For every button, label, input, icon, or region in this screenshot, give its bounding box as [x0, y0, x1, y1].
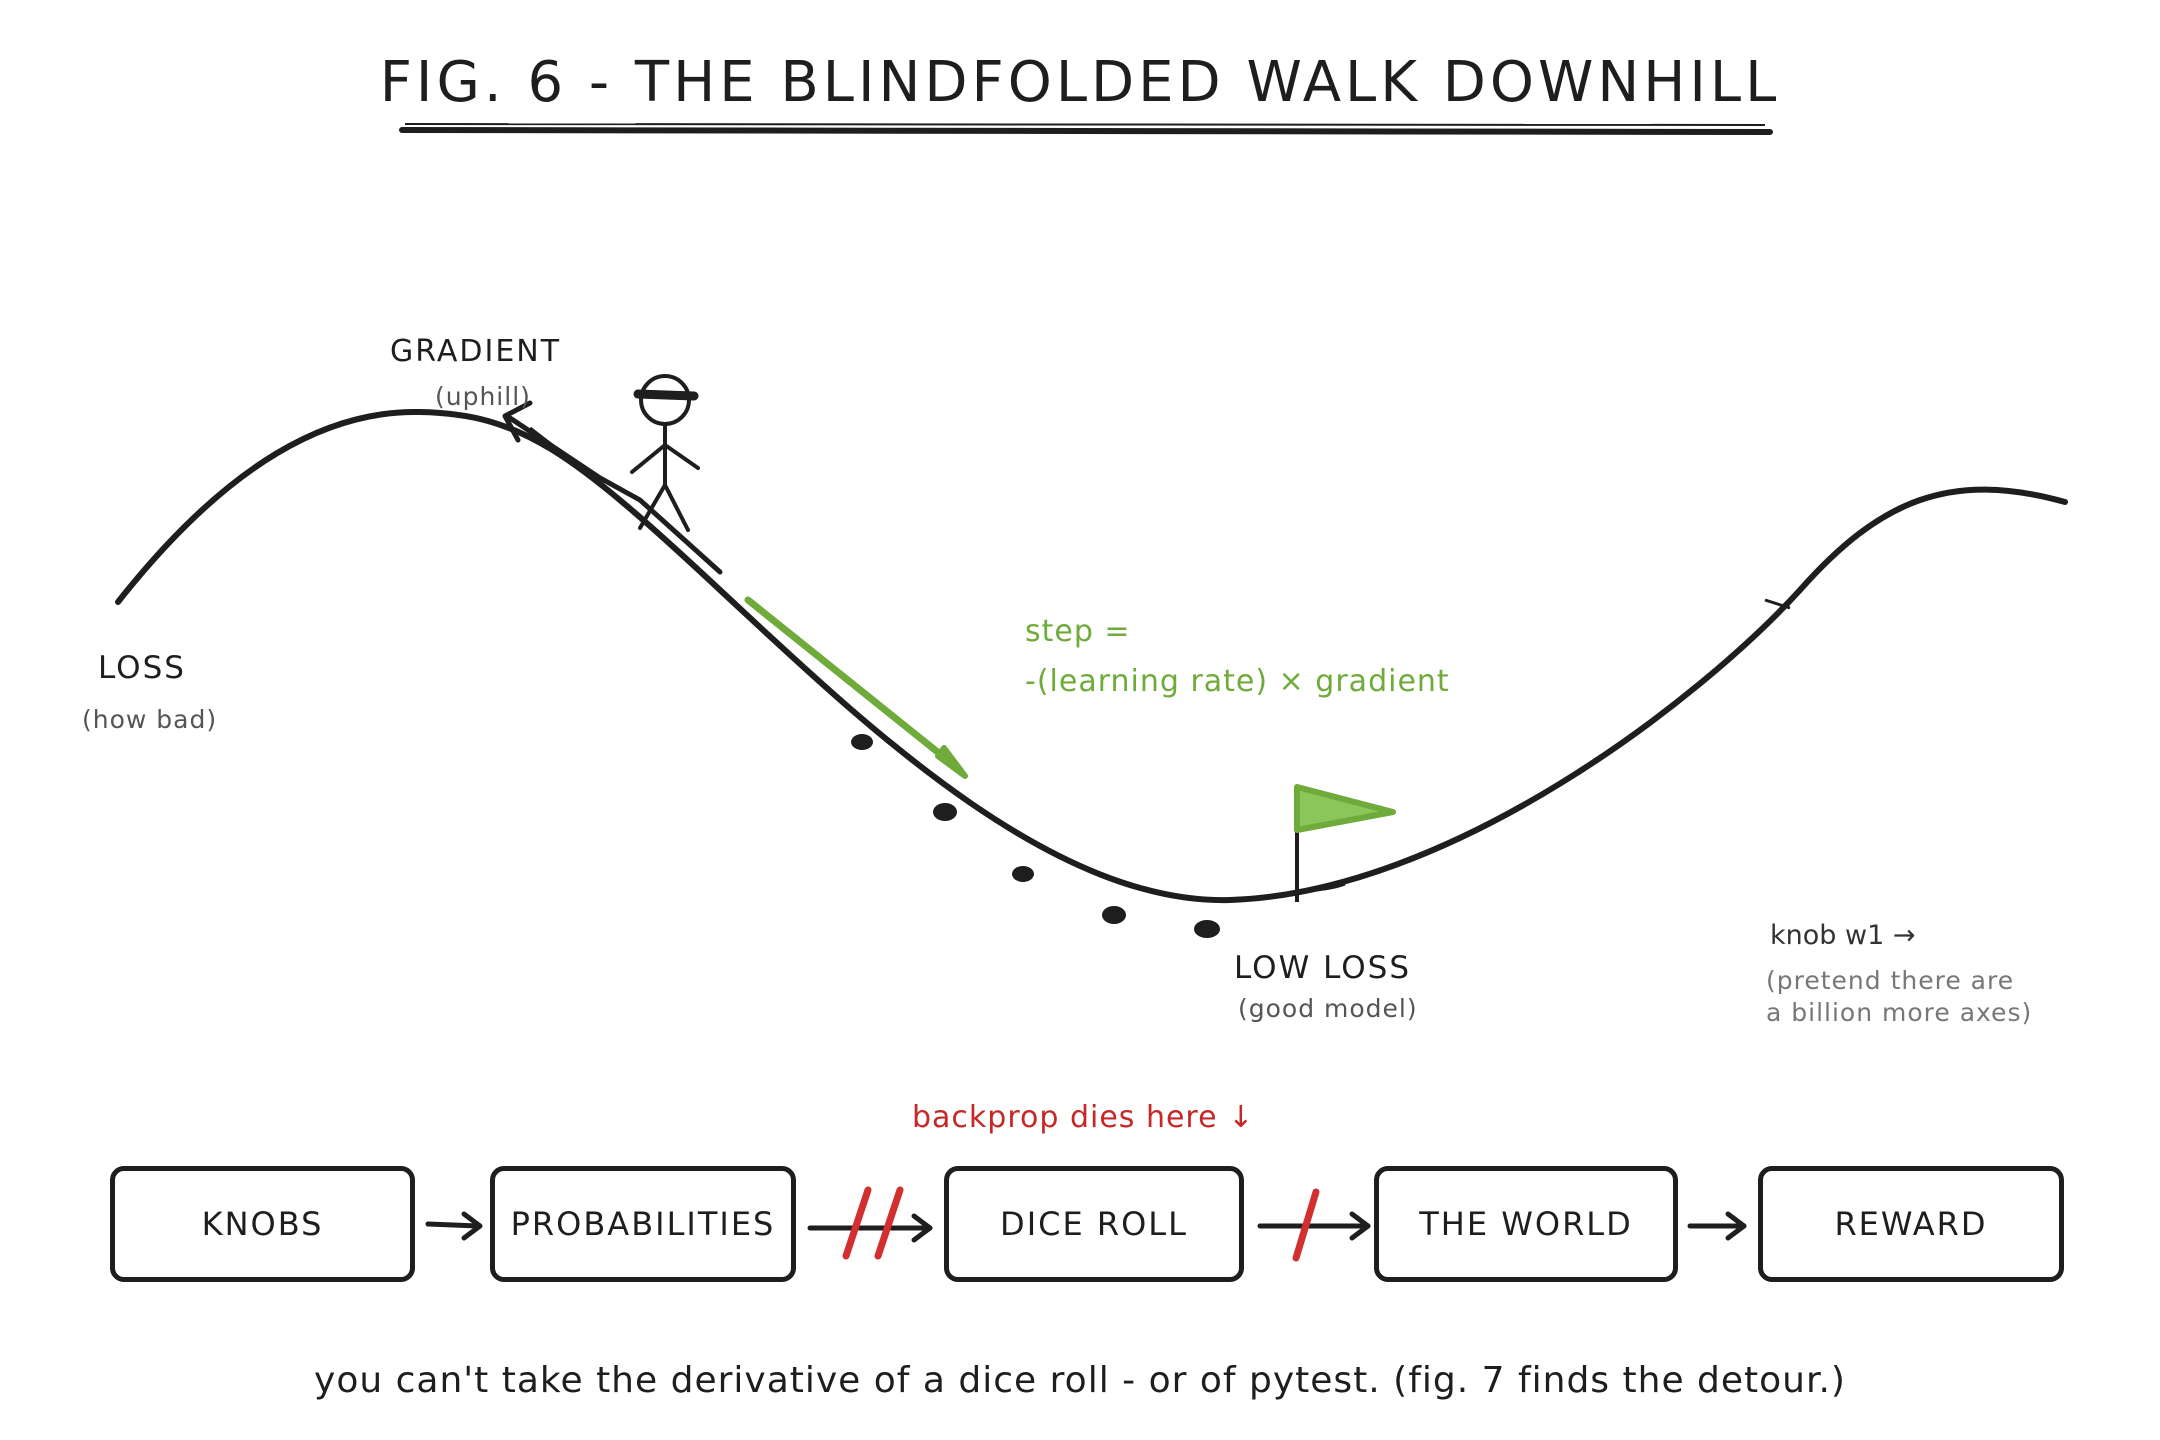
gradient-sub: (uphill)	[435, 382, 531, 411]
pipeline-box-probabilities: PROBABILITIES	[490, 1166, 796, 1282]
arrow-icon	[425, 1221, 481, 1229]
flag-icon	[1294, 784, 1396, 902]
figure-title: FIG. 6 - THE BLINDFOLDED WALK DOWNHILL	[379, 50, 1781, 115]
footprint-icon	[851, 734, 1220, 938]
pipeline-arrows	[425, 1211, 1747, 1243]
y-axis-sub: (how bad)	[82, 705, 218, 734]
low-loss-label: LOW LOSS	[1234, 950, 1411, 986]
gradient-arrow-icon	[502, 400, 723, 575]
x-axis-sub-2: a billion more axes)	[1766, 998, 2033, 1027]
step-arrow-icon	[744, 596, 968, 779]
step-formula-line1: step =	[1025, 614, 1131, 649]
pipeline-box-knobs: KNOBS	[110, 1166, 415, 1282]
pipeline-box-dice-roll: DICE ROLL	[944, 1166, 1244, 1282]
pipeline-box-label: THE WORLD	[1419, 1205, 1633, 1243]
pipeline-box-label: REWARD	[1834, 1205, 1988, 1243]
figure-caption: you can't take the derivative of a dice …	[314, 1360, 1846, 1401]
pipeline-box-reward: REWARD	[1758, 1166, 2064, 1282]
title-underline	[399, 127, 1773, 135]
gradient-label: GRADIENT	[390, 334, 562, 369]
backprop-warning: backprop dies here ↓	[912, 1100, 1255, 1135]
x-axis-sub-1: (pretend there are	[1766, 966, 2015, 995]
step-formula-line2: -(learning rate) × gradient	[1025, 664, 1450, 699]
x-axis-label: knob w1 →	[1770, 920, 1916, 951]
pipeline-box-the-world: THE WORLD	[1374, 1166, 1678, 1282]
low-loss-sub: (good model)	[1238, 994, 1418, 1023]
pipeline-box-label: PROBABILITIES	[510, 1205, 776, 1243]
blindfolded-person-icon	[630, 374, 700, 532]
pipeline-box-label: DICE ROLL	[1000, 1205, 1188, 1243]
loss-curve	[115, 408, 2068, 904]
pipeline-box-label: KNOBS	[201, 1205, 324, 1243]
broken-link-icon	[842, 1186, 1320, 1262]
y-axis-label: LOSS	[98, 650, 186, 686]
